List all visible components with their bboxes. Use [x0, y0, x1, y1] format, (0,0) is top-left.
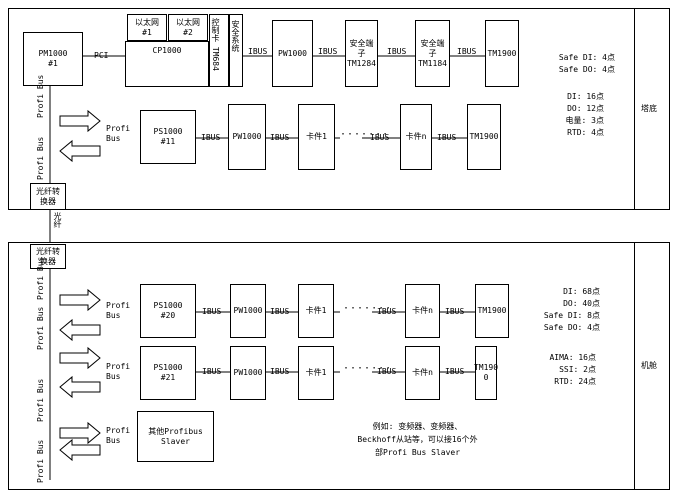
- cardn-box: 卡件n: [405, 346, 440, 400]
- tm1900-box: TM190 0: [474, 346, 498, 400]
- ibus-label: IBUS: [457, 47, 477, 56]
- ibus-label: IBUS: [248, 47, 268, 56]
- ibus-label: IBUS: [377, 367, 397, 376]
- control-card-box: [209, 14, 229, 87]
- cardn-box: 卡件n: [405, 284, 440, 338]
- ibus-label: IBUS: [445, 307, 465, 316]
- ethernet1-box: 以太网 #1: [127, 14, 167, 41]
- fiber-link-label: 光纤: [53, 212, 62, 228]
- ibus-label: IBUS: [445, 367, 465, 376]
- ethernet2-box: 以太网 #2: [168, 14, 208, 41]
- pci-label: PCI: [94, 51, 109, 60]
- other-profibus-slaver-box: 其他Profibus Slaver: [137, 411, 214, 462]
- profibus-vertical-label: Profi Bus: [36, 306, 45, 350]
- ps1000-11-box: PS1000 #11: [140, 110, 196, 164]
- profibus-vertical-label: Profi Bus: [36, 74, 45, 118]
- ibus-label: IBUS: [202, 307, 222, 316]
- side-label-tower-base: 塔底: [641, 104, 657, 113]
- io-point-stats: DI: 68点 DO: 40点 Safe DI: 8点 Safe DO: 4点: [543, 287, 600, 332]
- io-point-stats: AIMA: 16点 SSI: 2点 RTD: 24点: [549, 353, 596, 386]
- bottom-side-panel: [634, 242, 670, 490]
- ibus-label: IBUS: [377, 307, 397, 316]
- io-point-stats: DI: 16点 DO: 12点 电量: 3点 RTD: 4点: [565, 92, 604, 137]
- ibus-label: IBUS: [270, 133, 290, 142]
- safety-system-box: [229, 14, 243, 87]
- ps1000-20-box: PS1000 #20: [140, 284, 196, 338]
- ibus-label: IBUS: [202, 367, 222, 376]
- fiber-converter-top: 光纤转 换器: [30, 183, 66, 210]
- card1-box: 卡件1: [298, 284, 334, 338]
- side-label-nacelle: 机舱: [641, 361, 657, 370]
- ellipsis: ·······: [343, 303, 393, 314]
- safe-io-stats: Safe DI: 4点 Safe DO: 4点: [558, 53, 615, 74]
- pw1000-box: PW1000: [230, 346, 266, 400]
- ibus-label: IBUS: [387, 47, 407, 56]
- fiber-converter-bottom: 光纤转 换器: [30, 244, 66, 269]
- ibus-label: IBUS: [370, 133, 390, 142]
- pw1000-box: PW1000: [230, 284, 266, 338]
- ibus-label: IBUS: [201, 133, 221, 142]
- cp1000-label: CP1000: [152, 46, 182, 55]
- ps1000-21-box: PS1000 #21: [140, 346, 196, 400]
- profibus-label: Profi Bus: [106, 426, 131, 445]
- profibus-vertical-label: Profi Bus: [36, 256, 45, 300]
- profibus-vertical-label: Profi Bus: [36, 439, 45, 483]
- card1-box: 卡件1: [298, 104, 335, 170]
- safety-terminal-tm1284: 安全端 子 TM1284: [345, 20, 378, 87]
- card1-box: 卡件1: [298, 346, 334, 400]
- pw1000-box: PW1000: [272, 20, 313, 87]
- ibus-label: IBUS: [318, 47, 338, 56]
- profibus-vertical-label: Profi Bus: [36, 378, 45, 422]
- profibus-label: Profi Bus: [106, 301, 131, 320]
- ibus-label: IBUS: [270, 307, 290, 316]
- tm1900-box: TM1900: [467, 104, 501, 170]
- profibus-label: Profi Bus: [106, 362, 131, 381]
- profibus-vertical-label: Profi Bus: [36, 136, 45, 180]
- tm1900-box: TM1900: [475, 284, 509, 338]
- safety-terminal-tm1184: 安全端 子 TM1184: [415, 20, 450, 87]
- tm1900-box: TM1900: [485, 20, 519, 87]
- pw1000-box: PW1000: [228, 104, 266, 170]
- top-side-panel: [634, 8, 670, 210]
- profibus-label: Profi Bus: [106, 124, 131, 143]
- ellipsis: ·······: [340, 129, 390, 140]
- slaver-example-note: 例如: 变频器、变频器、 Beckhoff从站等，可以接16个外 部Profi …: [357, 422, 478, 457]
- control-card-label: 控制卡 TM684: [211, 18, 220, 71]
- cardn-box: 卡件n: [400, 104, 432, 170]
- cp1000-box: CP1000: [125, 41, 209, 87]
- ibus-label: IBUS: [437, 133, 457, 142]
- ibus-label: IBUS: [270, 367, 290, 376]
- safety-system-label: 安全系统: [231, 20, 240, 52]
- ellipsis: ·······: [343, 363, 393, 374]
- pm1000-box: PM1000 #1: [23, 32, 83, 86]
